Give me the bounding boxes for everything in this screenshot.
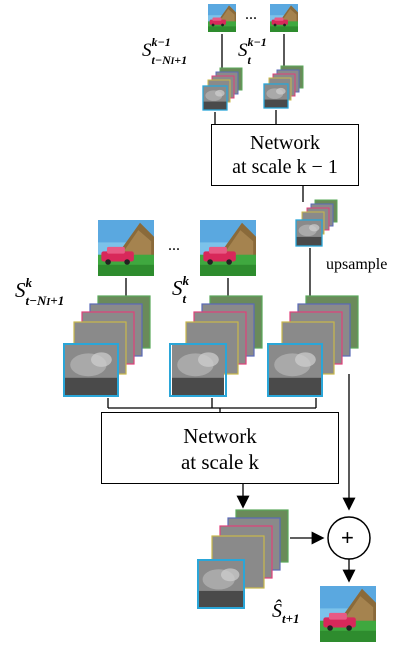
feature-stack-small-left <box>202 67 243 111</box>
dots-top: ... <box>245 6 257 23</box>
network-scale-k: Network at scale k <box>101 412 339 484</box>
dots-mid: ... <box>168 237 180 254</box>
feature-stack-large-3 <box>267 295 359 397</box>
feature-stack-output <box>197 509 289 609</box>
plus-symbol: + <box>341 525 354 550</box>
top-thumb-first <box>208 4 236 32</box>
feature-stack-large-1 <box>63 295 151 397</box>
top-thumb-last <box>270 4 298 32</box>
network-k-minus-1-scale: at scale k − 1 <box>232 156 338 178</box>
mid-thumb-last <box>200 220 256 276</box>
label-output: Ŝt+1 <box>272 600 300 626</box>
network-scale-k-minus-1: Network at scale k − 1 <box>211 124 359 186</box>
network-k-title: Network <box>183 424 257 448</box>
feature-stack-upsample-input <box>295 199 338 247</box>
output-thumb <box>320 586 376 642</box>
mid-thumb-first <box>98 220 154 276</box>
network-k-minus-1-title: Network <box>250 132 320 154</box>
network-k-scale: at scale k <box>180 450 260 474</box>
feature-stack-small-right <box>263 65 304 109</box>
upsample-label: upsample <box>326 256 388 273</box>
feature-stack-large-2 <box>169 295 263 397</box>
